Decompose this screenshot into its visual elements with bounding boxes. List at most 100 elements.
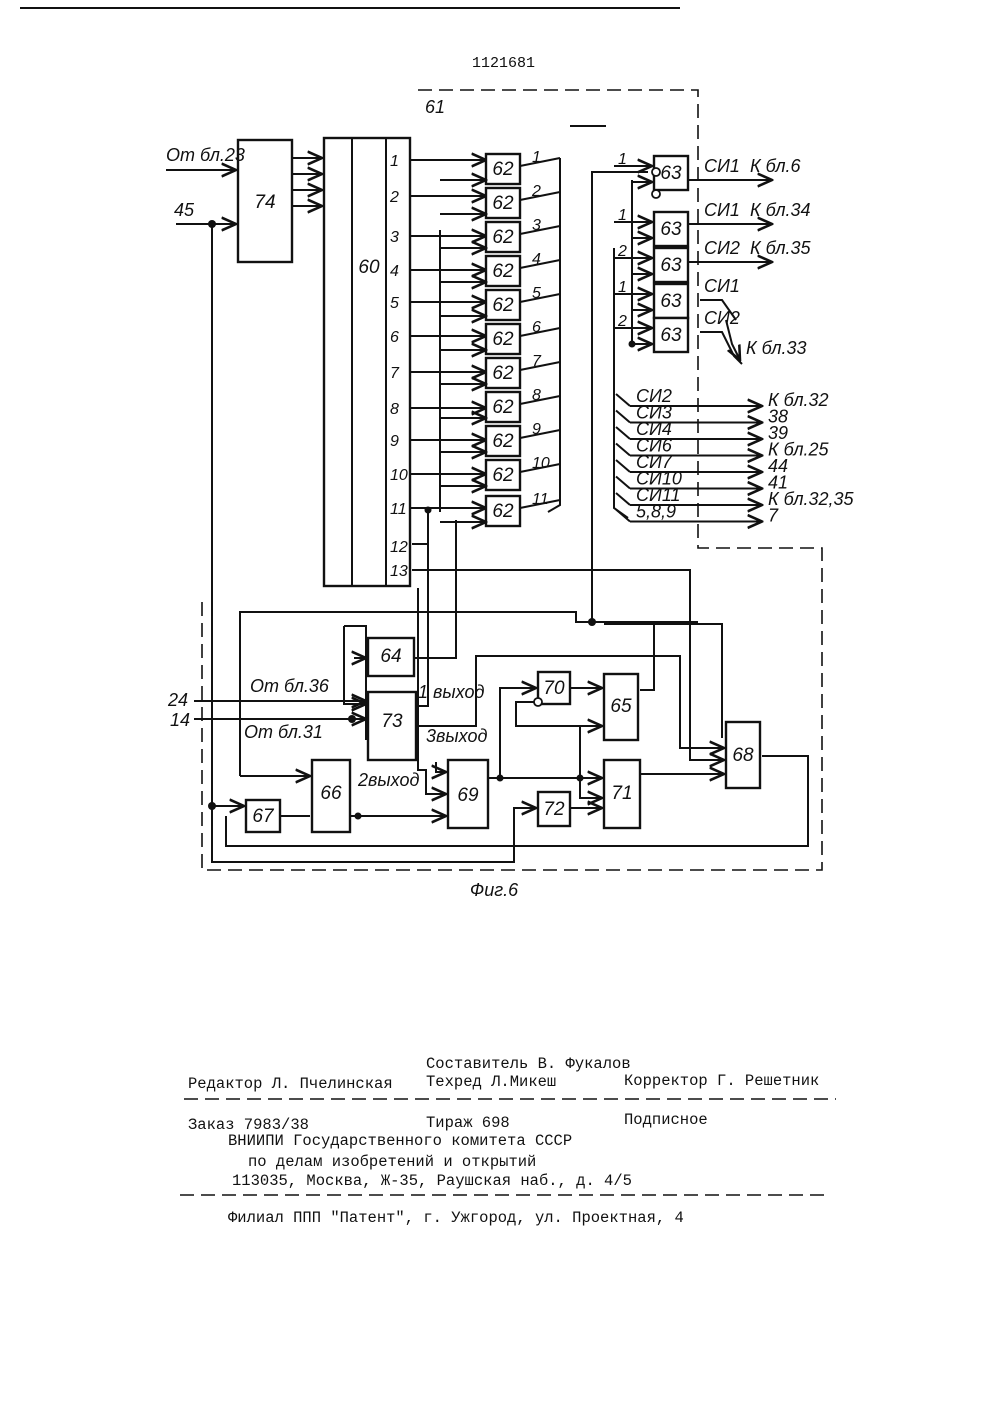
inverter-circle (652, 190, 660, 198)
block-62-output-label: 4 (532, 251, 541, 268)
block-72-label: 72 (543, 799, 565, 820)
input-45-label: 45 (174, 200, 195, 220)
subscription: Подписное (624, 1111, 708, 1129)
bus-tap (616, 460, 630, 472)
block-60-output-label: 4 (390, 263, 399, 280)
block-62-output-label: 3 (532, 217, 541, 234)
bus-tap (616, 477, 630, 489)
block-60-output-label: 2 (389, 189, 399, 206)
block-62-label: 62 (492, 363, 514, 384)
block-60-output-label: 12 (390, 539, 408, 556)
block-63-input-label: 2 (617, 243, 627, 260)
patent-number: 1121681 (472, 55, 535, 72)
block-63-label: 63 (660, 325, 682, 346)
block-62-label: 62 (492, 465, 514, 486)
block-63-label: 63 (660, 219, 682, 240)
block-63-stack: 631631632631632 (614, 151, 688, 352)
si2-out5: СИ2 (704, 308, 740, 328)
block-62-label: 62 (492, 295, 514, 316)
junction (348, 715, 356, 723)
si-output-dest: К бл.6 (750, 156, 801, 176)
si-output-signal: СИ2 (704, 238, 740, 258)
block-62-output-label: 11 (532, 491, 549, 508)
si-output-dest: К бл.34 (750, 200, 811, 220)
block-63-label: 63 (660, 255, 682, 276)
composer: Составитель В. Фукалов (426, 1055, 631, 1073)
block-60-output-label: 3 (390, 229, 399, 246)
block-60-label: 60 (358, 257, 380, 278)
block-62-label: 62 (492, 193, 514, 214)
bus-tap (616, 444, 630, 456)
block-66-label: 66 (320, 783, 342, 804)
block-62-output-label: 1 (532, 149, 541, 166)
block-62-stack: 62162262362462562662762862962106211 (440, 149, 560, 526)
block-62-output-bus (548, 158, 560, 512)
bus-outputs: СИ2К бл.32СИ338СИ439СИ6К бл.25СИ744СИ104… (616, 386, 855, 526)
block-62-output-label: 9 (532, 421, 541, 438)
imprint: Составитель В. Фукалов Редактор Л. Пчели… (180, 1055, 836, 1227)
inverter-circle (652, 168, 660, 176)
si-outputs: СИ1К бл.6СИ1К бл.34СИ2К бл.35 (688, 156, 812, 262)
to-block-33: К бл.33 (746, 338, 807, 358)
bus-tap (616, 427, 630, 439)
bus-tap (616, 411, 630, 423)
block-73-out2: 2выход (357, 770, 419, 790)
block-62-output-label: 8 (532, 387, 541, 404)
bus-output-dest: 7 (768, 506, 779, 526)
block-60-output-label: 8 (390, 401, 399, 418)
block-68-label: 68 (732, 745, 754, 766)
figure-caption: Фиг.6 (470, 880, 519, 900)
bus-tap (616, 493, 630, 505)
block-63-label: 63 (660, 291, 682, 312)
block-60-output-label: 7 (390, 365, 400, 382)
block-62-label: 62 (492, 227, 514, 248)
block-60-output-label: 11 (390, 501, 407, 518)
block-69-label: 69 (457, 785, 479, 806)
address: 113035, Москва, Ж-35, Раушская наб., д. … (232, 1172, 632, 1190)
block-63-label: 63 (660, 163, 682, 184)
si-output-dest: К бл.35 (750, 238, 812, 258)
bus-tap (616, 394, 630, 406)
block-60-output-label: 13 (390, 563, 408, 580)
block-67-label: 67 (252, 806, 275, 827)
block-74-label: 74 (254, 192, 275, 213)
block-63-input-label: 1 (618, 279, 627, 296)
block-62-output-label: 2 (531, 183, 541, 200)
block-62-output-label: 7 (532, 353, 542, 370)
block-62-output-label: 6 (532, 319, 541, 336)
block-73-label: 73 (381, 711, 403, 732)
block-62-label: 62 (492, 431, 514, 452)
from-block-23-label: От бл.23 (166, 145, 245, 165)
block-62-label: 62 (492, 261, 514, 282)
block-60-output-label: 5 (390, 295, 399, 312)
block-60-output-label: 10 (390, 467, 408, 484)
block-70-label: 70 (543, 678, 565, 699)
block-64-label: 64 (380, 646, 401, 667)
corrector: Корректор Г. Решетник (624, 1072, 819, 1090)
block-62-output-label: 10 (532, 455, 550, 472)
block-63-input-label: 1 (618, 151, 627, 168)
block-71-label: 71 (611, 783, 632, 804)
block-62-output-label: 5 (532, 285, 541, 302)
input-14-label: 14 (170, 710, 190, 730)
from-block-36-label: От бл.36 (250, 676, 330, 696)
si1-out4: СИ1 (704, 276, 740, 296)
from-block-31-label: От бл.31 (244, 722, 323, 742)
techred: Техред Л.Микеш (426, 1073, 556, 1091)
block-60-output-label: 1 (390, 153, 399, 170)
block-63-input-label: 1 (618, 207, 627, 224)
organization-2: по делам изобретений и открытий (248, 1153, 536, 1171)
inverter-circle (534, 698, 542, 706)
circulation: Тираж 698 (426, 1114, 510, 1132)
block-60-output-label: 6 (390, 329, 399, 346)
branch: Филиал ППП "Патент", г. Ужгород, ул. Про… (228, 1209, 684, 1227)
block-61-label: 61 (425, 97, 445, 117)
junction (629, 341, 636, 348)
organization-1: ВНИИПИ Государственного комитета СССР (228, 1132, 572, 1150)
bus-output-dest: К бл.32,35 (768, 489, 855, 509)
block-62-label: 62 (492, 501, 514, 522)
input-24-label: 24 (167, 690, 188, 710)
block-65-label: 65 (610, 696, 632, 717)
block-60-output-label: 9 (390, 433, 399, 450)
